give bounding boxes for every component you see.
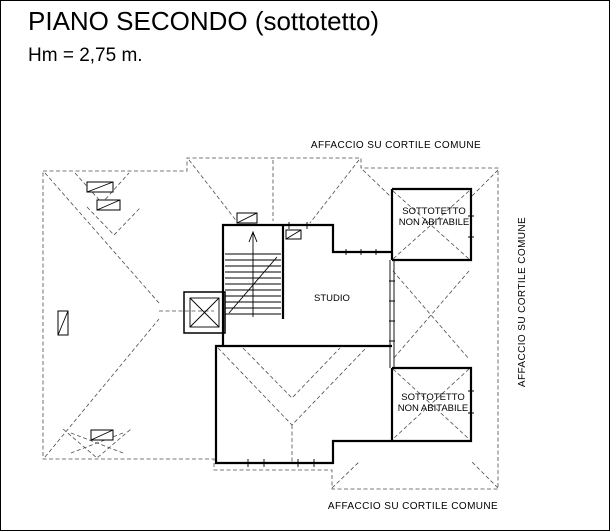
chimney-vents — [57, 181, 302, 441]
elevator-shaft — [183, 291, 226, 334]
floor-height-note: Hm = 2,75 m. — [28, 45, 143, 66]
label-attic-upper-line1: SOTTOTETTO — [402, 206, 466, 217]
window-ticks — [247, 215, 474, 467]
staircase — [225, 230, 281, 317]
stair-direction-arrow — [248, 230, 258, 243]
walls — [214, 187, 473, 465]
plan-labels: AFFACCIO SU CORTILE COMUNE SOTTOTETTO NO… — [311, 140, 528, 512]
label-attic-lower-line2: NON ABITABILE — [398, 403, 469, 414]
roof-eaves-outline — [42, 157, 499, 490]
label-courtyard-bottom: AFFACCIO SU CORTILE COMUNE — [328, 501, 498, 512]
stair-break-line — [228, 256, 278, 314]
label-attic-lower-line1: SOTTOTETTO — [401, 392, 465, 403]
label-courtyard-top: AFFACCIO SU CORTILE COMUNE — [311, 140, 481, 151]
page-title: PIANO SECONDO (sottotetto) — [28, 6, 380, 36]
roof-hip-lines — [44, 159, 499, 489]
label-courtyard-right: AFFACCIO SU CORTILE COMUNE — [517, 217, 528, 387]
label-studio: STUDIO — [314, 293, 350, 304]
label-attic-upper-line2: NON ABITABILE — [399, 217, 470, 228]
